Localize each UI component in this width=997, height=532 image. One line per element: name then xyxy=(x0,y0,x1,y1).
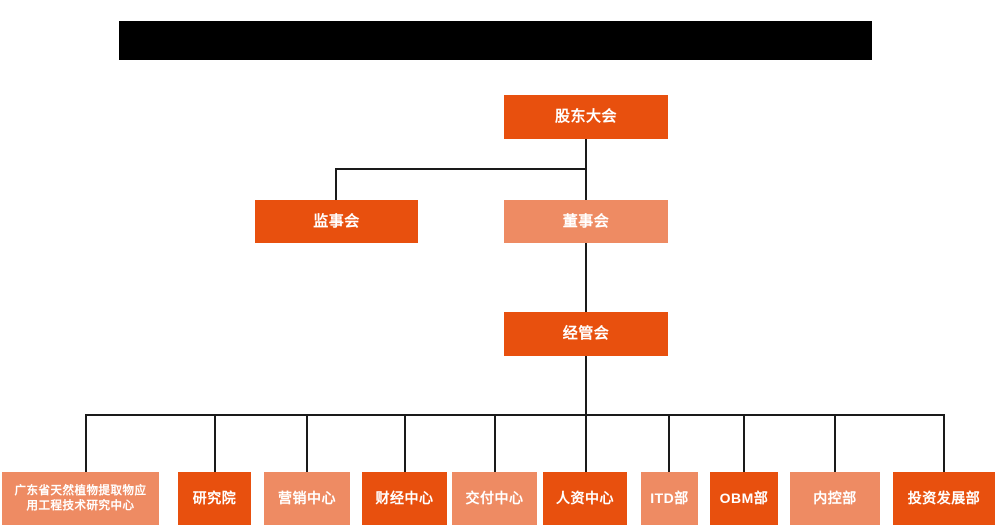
connector-drop-finance xyxy=(404,414,406,473)
node-shareholders-meeting[interactable]: 股东大会 xyxy=(504,95,668,139)
connector-drop-research-center xyxy=(85,414,87,473)
connector-department-bus xyxy=(86,414,945,416)
node-dept-itd[interactable]: ITD部 xyxy=(641,472,698,525)
node-label: 交付中心 xyxy=(465,490,524,507)
node-dept-investment[interactable]: 投资发展部 xyxy=(893,472,995,525)
node-dept-finance[interactable]: 财经中心 xyxy=(362,472,447,525)
node-label: 财经中心 xyxy=(375,490,434,507)
node-board-of-directors[interactable]: 董事会 xyxy=(504,200,668,243)
connector-drop-marketing xyxy=(306,414,308,473)
connector-drop-internal-control xyxy=(834,414,836,473)
node-label: 董事会 xyxy=(562,212,610,230)
connector-directors-to-management xyxy=(585,243,587,313)
node-board-of-supervisors[interactable]: 监事会 xyxy=(255,200,418,243)
connector-management-down xyxy=(585,356,587,416)
node-dept-institute[interactable]: 研究院 xyxy=(178,472,251,525)
node-management-committee[interactable]: 经管会 xyxy=(504,312,668,356)
connector-drop-hr xyxy=(585,414,587,473)
node-label: 广东省天然植物提取物应 用工程技术研究中心 xyxy=(14,484,147,512)
connector-drop-investment xyxy=(943,414,945,473)
node-label: 营销中心 xyxy=(278,490,336,507)
connector-drop-delivery xyxy=(494,414,496,473)
node-label: 人资中心 xyxy=(556,490,614,507)
node-label: OBM部 xyxy=(719,490,769,507)
node-dept-hr[interactable]: 人资中心 xyxy=(543,472,627,525)
node-dept-obm[interactable]: OBM部 xyxy=(710,472,778,525)
node-label: ITD部 xyxy=(650,490,689,507)
node-dept-marketing[interactable]: 营销中心 xyxy=(264,472,350,525)
node-label: 研究院 xyxy=(192,490,237,507)
connector-shareholders-down xyxy=(585,139,587,170)
node-label: 投资发展部 xyxy=(907,490,981,507)
node-label: 经管会 xyxy=(562,325,610,343)
node-dept-internal-control[interactable]: 内控部 xyxy=(790,472,880,525)
connector-to-supervisors xyxy=(335,168,337,201)
connector-level2-bus xyxy=(336,168,587,170)
node-dept-delivery[interactable]: 交付中心 xyxy=(452,472,537,525)
connector-to-directors xyxy=(585,168,587,201)
node-dept-research-center[interactable]: 广东省天然植物提取物应 用工程技术研究中心 xyxy=(2,472,159,525)
node-label: 监事会 xyxy=(313,212,360,230)
redacted-title-bar xyxy=(119,21,872,60)
connector-drop-obm xyxy=(743,414,745,473)
connector-drop-institute xyxy=(214,414,216,473)
node-label: 内控部 xyxy=(813,490,857,507)
connector-drop-itd xyxy=(668,414,670,473)
node-label: 股东大会 xyxy=(554,108,617,126)
